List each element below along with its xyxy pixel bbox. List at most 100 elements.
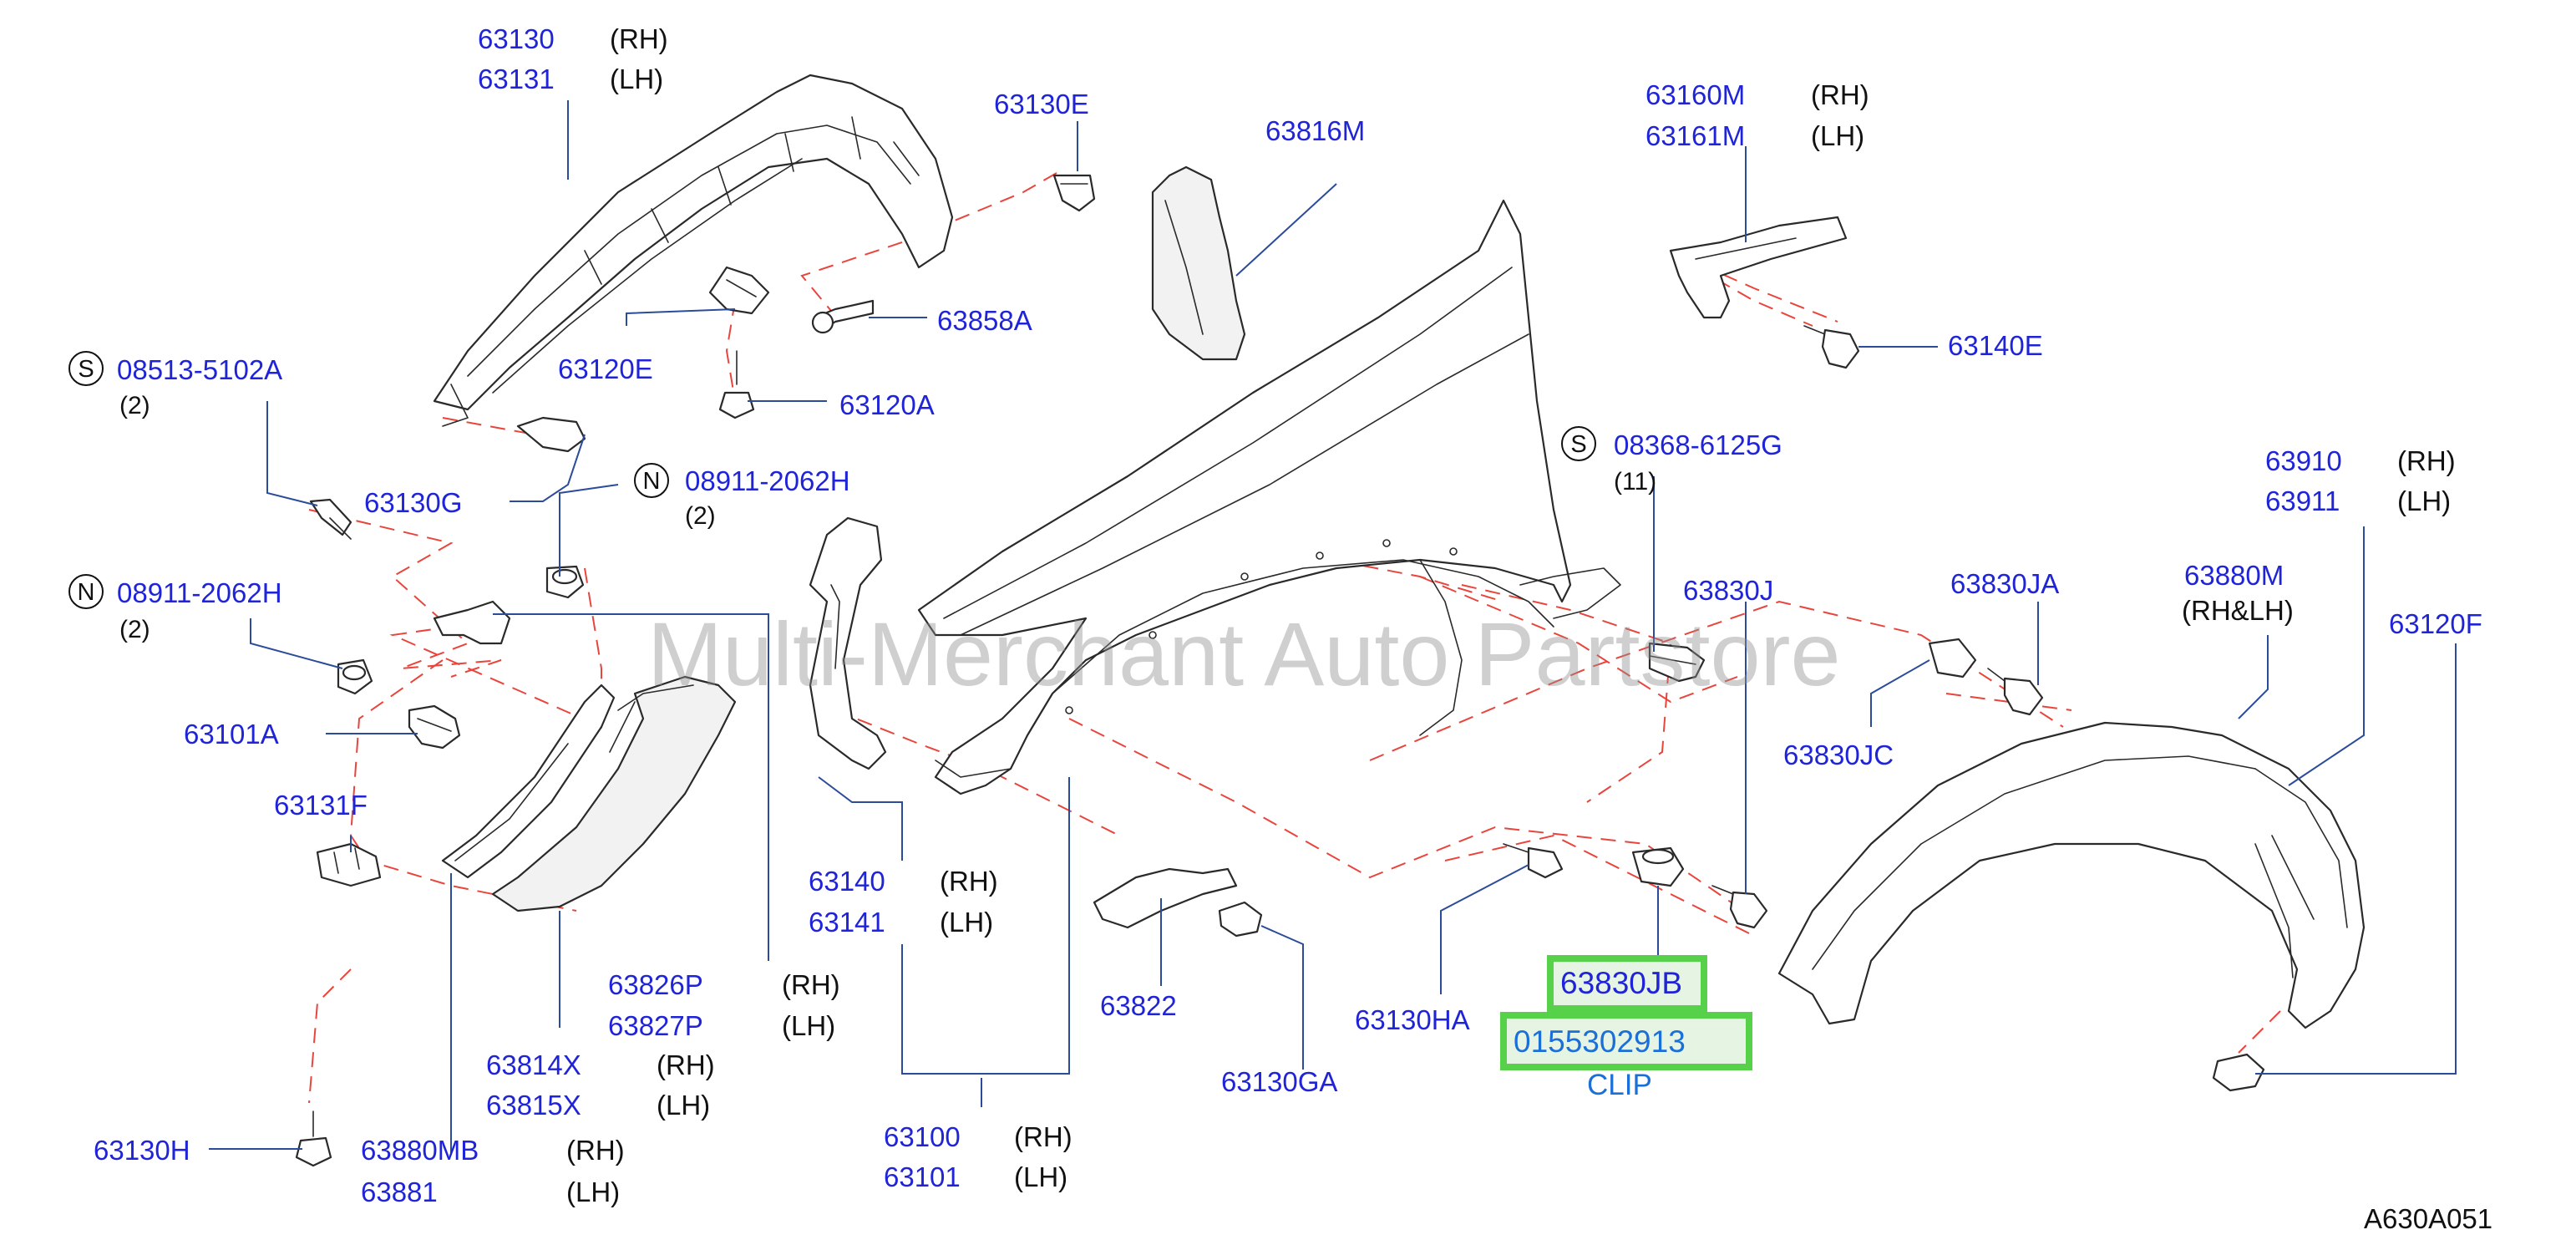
label-63130e[interactable]: 63130E	[994, 89, 1089, 119]
qty-08513: (2)	[119, 392, 150, 419]
clip-63101a	[408, 704, 461, 750]
nut-08911-upper	[545, 565, 585, 599]
label-63141[interactable]: 63141	[809, 907, 885, 938]
side-63826p: (RH)	[782, 969, 840, 1000]
svg-text:S: S	[1570, 431, 1586, 458]
side-63161m: (LH)	[1811, 120, 1864, 151]
bracket-63822	[1093, 867, 1238, 929]
label-63120f[interactable]: 63120F	[2389, 608, 2482, 639]
highlight-box-63830jb	[1547, 955, 1707, 1012]
label-08368-6125g[interactable]: 08368-6125G	[1614, 429, 1782, 460]
fender-liner-front	[433, 74, 954, 427]
highlighted-part: 63830JB 0155302913 CLIP	[1500, 955, 1752, 1101]
label-63161m[interactable]: 63161M	[1645, 120, 1745, 151]
side-63881: (LH)	[566, 1176, 620, 1207]
side-63140: (RH)	[940, 866, 998, 897]
clip-63830jc	[1928, 638, 1977, 678]
leader-lines	[209, 100, 2457, 1153]
label-63827p[interactable]: 63827P	[608, 1010, 703, 1041]
label-63120a[interactable]: 63120A	[839, 389, 935, 420]
side-63141: (LH)	[940, 907, 993, 938]
screw-63858a	[811, 299, 875, 334]
label-63130g[interactable]: 63130G	[364, 487, 462, 518]
label-63830jc[interactable]: 63830JC	[1783, 739, 1894, 770]
label-08911-2062h-lower[interactable]: 08911-2062H	[117, 577, 282, 608]
side-63131: (LH)	[610, 64, 663, 94]
label-63815x[interactable]: 63815X	[486, 1090, 581, 1121]
side-63827p: (LH)	[782, 1010, 835, 1041]
label-08513-5102a[interactable]: 08513-5102A	[117, 354, 282, 385]
mudguard-trim	[491, 675, 737, 912]
label-63814x[interactable]: 63814X	[486, 1049, 581, 1080]
label-63880mb[interactable]: 63880MB	[361, 1135, 479, 1166]
fender-liner-rear	[1777, 721, 2366, 1029]
watermark: Multi-Merchant Auto Partstore	[647, 603, 1841, 704]
screw-63130h	[295, 1110, 332, 1167]
qty-08368: (11)	[1614, 468, 1656, 495]
label-63140[interactable]: 63140	[809, 866, 885, 897]
label-63131[interactable]: 63131	[478, 64, 555, 94]
part-labels: 63130 (RH) 63131 (LH) 63130E 63816M 6316…	[94, 23, 2482, 1207]
side-63100: (RH)	[1014, 1121, 1072, 1152]
highlight-box-oem	[1500, 1012, 1752, 1070]
mudguard-seal	[441, 684, 616, 879]
bracket-small	[433, 600, 511, 645]
clip-63830j	[1711, 885, 1768, 929]
label-63880m[interactable]: 63880M	[2184, 560, 2284, 591]
clip-63120f	[2212, 1053, 2265, 1092]
label-63822[interactable]: 63822	[1100, 990, 1177, 1021]
label-63101a[interactable]: 63101A	[184, 719, 279, 750]
label-63130h[interactable]: 63130H	[94, 1135, 190, 1166]
label-63816m[interactable]: 63816M	[1265, 115, 1365, 146]
label-63881[interactable]: 63881	[361, 1176, 438, 1207]
highlight-oem-number[interactable]: 0155302913	[1514, 1024, 1686, 1059]
symbol-s-08368: S	[1561, 426, 1596, 461]
label-63101[interactable]: 63101	[884, 1161, 961, 1192]
side-63130: (RH)	[610, 23, 668, 54]
highlight-part-number[interactable]: 63830JB	[1560, 966, 1682, 1000]
label-63131f[interactable]: 63131F	[274, 790, 368, 821]
symbol-s-08513: S	[68, 351, 104, 386]
side-63880mb: (RH)	[566, 1135, 625, 1166]
clip-63130ga	[1218, 901, 1263, 938]
svg-text:N: N	[643, 468, 661, 495]
symbol-n-08911-upper: N	[634, 463, 669, 498]
label-63120e[interactable]: 63120E	[558, 353, 653, 384]
front-fender-panel	[917, 199, 1621, 795]
side-63160m: (RH)	[1811, 79, 1869, 110]
label-63100[interactable]: 63100	[884, 1121, 961, 1152]
label-63160m[interactable]: 63160M	[1645, 79, 1745, 110]
svg-text:N: N	[78, 579, 95, 606]
label-08911-2062h-upper[interactable]: 08911-2062H	[685, 465, 850, 496]
screw-08368	[1648, 642, 1706, 683]
clip-63830ja	[1987, 668, 2044, 716]
screw-63120a	[718, 350, 755, 419]
clip-63140e	[1803, 325, 1860, 369]
svg-text:S: S	[78, 356, 94, 383]
nut-08911-lower	[337, 658, 373, 695]
side-63880m: (RH&LH)	[2182, 595, 2294, 626]
label-63910[interactable]: 63910	[2265, 445, 2342, 476]
insulator-63816m	[1151, 165, 1246, 361]
qty-08911-lower: (2)	[119, 616, 150, 643]
label-63130ga[interactable]: 63130GA	[1221, 1066, 1337, 1097]
side-63814x: (RH)	[657, 1049, 715, 1080]
label-63130[interactable]: 63130	[478, 23, 555, 54]
qty-08911-upper: (2)	[685, 502, 716, 530]
label-63911[interactable]: 63911	[2265, 485, 2340, 516]
label-63830ja[interactable]: 63830JA	[1950, 568, 2059, 599]
highlight-caption: CLIP	[1587, 1069, 1652, 1101]
label-63830j[interactable]: 63830J	[1683, 575, 1773, 606]
label-63130ha[interactable]: 63130HA	[1355, 1004, 1470, 1035]
label-63858a[interactable]: 63858A	[937, 305, 1032, 336]
bracket-63160m	[1669, 216, 1848, 319]
side-63101: (LH)	[1014, 1161, 1067, 1192]
side-63911: (LH)	[2397, 485, 2451, 516]
clip-63130g	[516, 416, 586, 453]
fender-bracket-63140	[809, 516, 887, 770]
label-63826p[interactable]: 63826P	[608, 969, 703, 1000]
screw-63130ha	[1503, 843, 1564, 879]
label-63140e[interactable]: 63140E	[1948, 330, 2043, 361]
screw-08513	[309, 498, 352, 540]
